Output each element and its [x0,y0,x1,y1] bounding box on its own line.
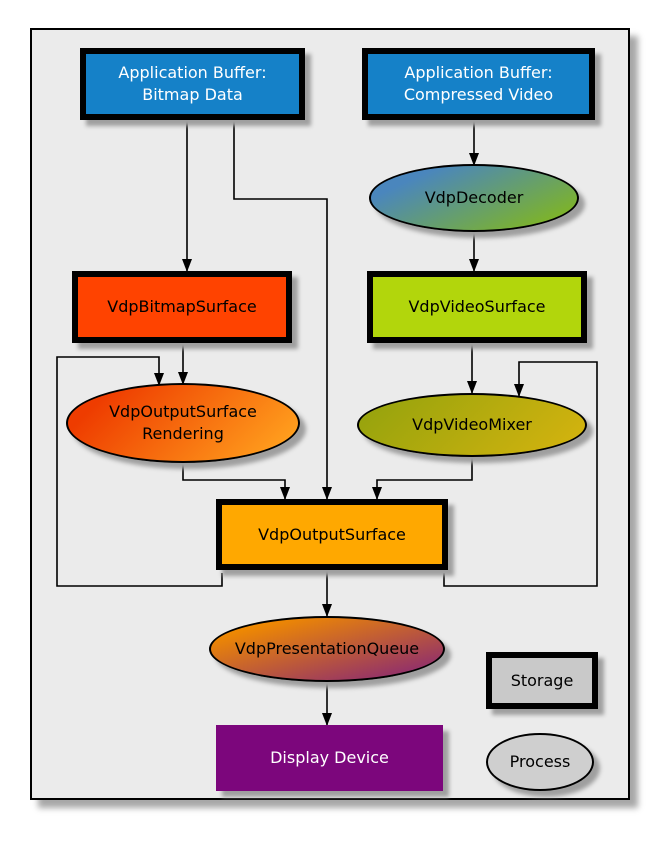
node-application-buffer-bitmap: Application Buffer: Bitmap Data [80,48,305,120]
node-vdp-output-surface-rendering: VdpOutputSurface Rendering [66,383,300,463]
node-label-line: Application Buffer: [118,63,267,83]
legend-label: Storage [510,670,574,690]
node-vdp-presentation-queue: VdpPresentationQueue [209,616,445,682]
node-vdp-video-mixer: VdpVideoMixer [357,393,587,457]
node-label-line: Application Buffer: [404,63,553,83]
node-label: VdpPresentationQueue [234,639,420,659]
node-label: VdpVideoMixer [412,415,532,435]
node-label-line: Rendering [142,424,224,443]
legend-process: Process [486,733,594,791]
vdpau-pipeline-diagram: Application Buffer: Bitmap Data Applicat… [30,28,630,800]
node-vdp-decoder: VdpDecoder [369,164,579,232]
node-label: VdpDecoder [424,188,524,208]
node-label: VdpOutputSurface [258,524,406,544]
node-label-line: Compressed Video [403,85,554,104]
node-application-buffer-video: Application Buffer: Compressed Video [362,48,595,120]
node-label: Display Device [270,748,389,768]
legend-label: Process [509,752,571,772]
node-vdp-output-surface: VdpOutputSurface [216,499,448,570]
node-label-line: VdpOutputSurface [109,402,257,422]
node-vdp-bitmap-surface: VdpBitmapSurface [72,271,292,343]
node-vdp-video-surface: VdpVideoSurface [367,271,587,343]
node-label: VdpVideoSurface [408,297,546,317]
node-display-device: Display Device [216,725,443,791]
node-label: VdpBitmapSurface [107,297,257,317]
node-label-line: Bitmap Data [142,85,243,104]
legend-storage: Storage [486,652,598,709]
